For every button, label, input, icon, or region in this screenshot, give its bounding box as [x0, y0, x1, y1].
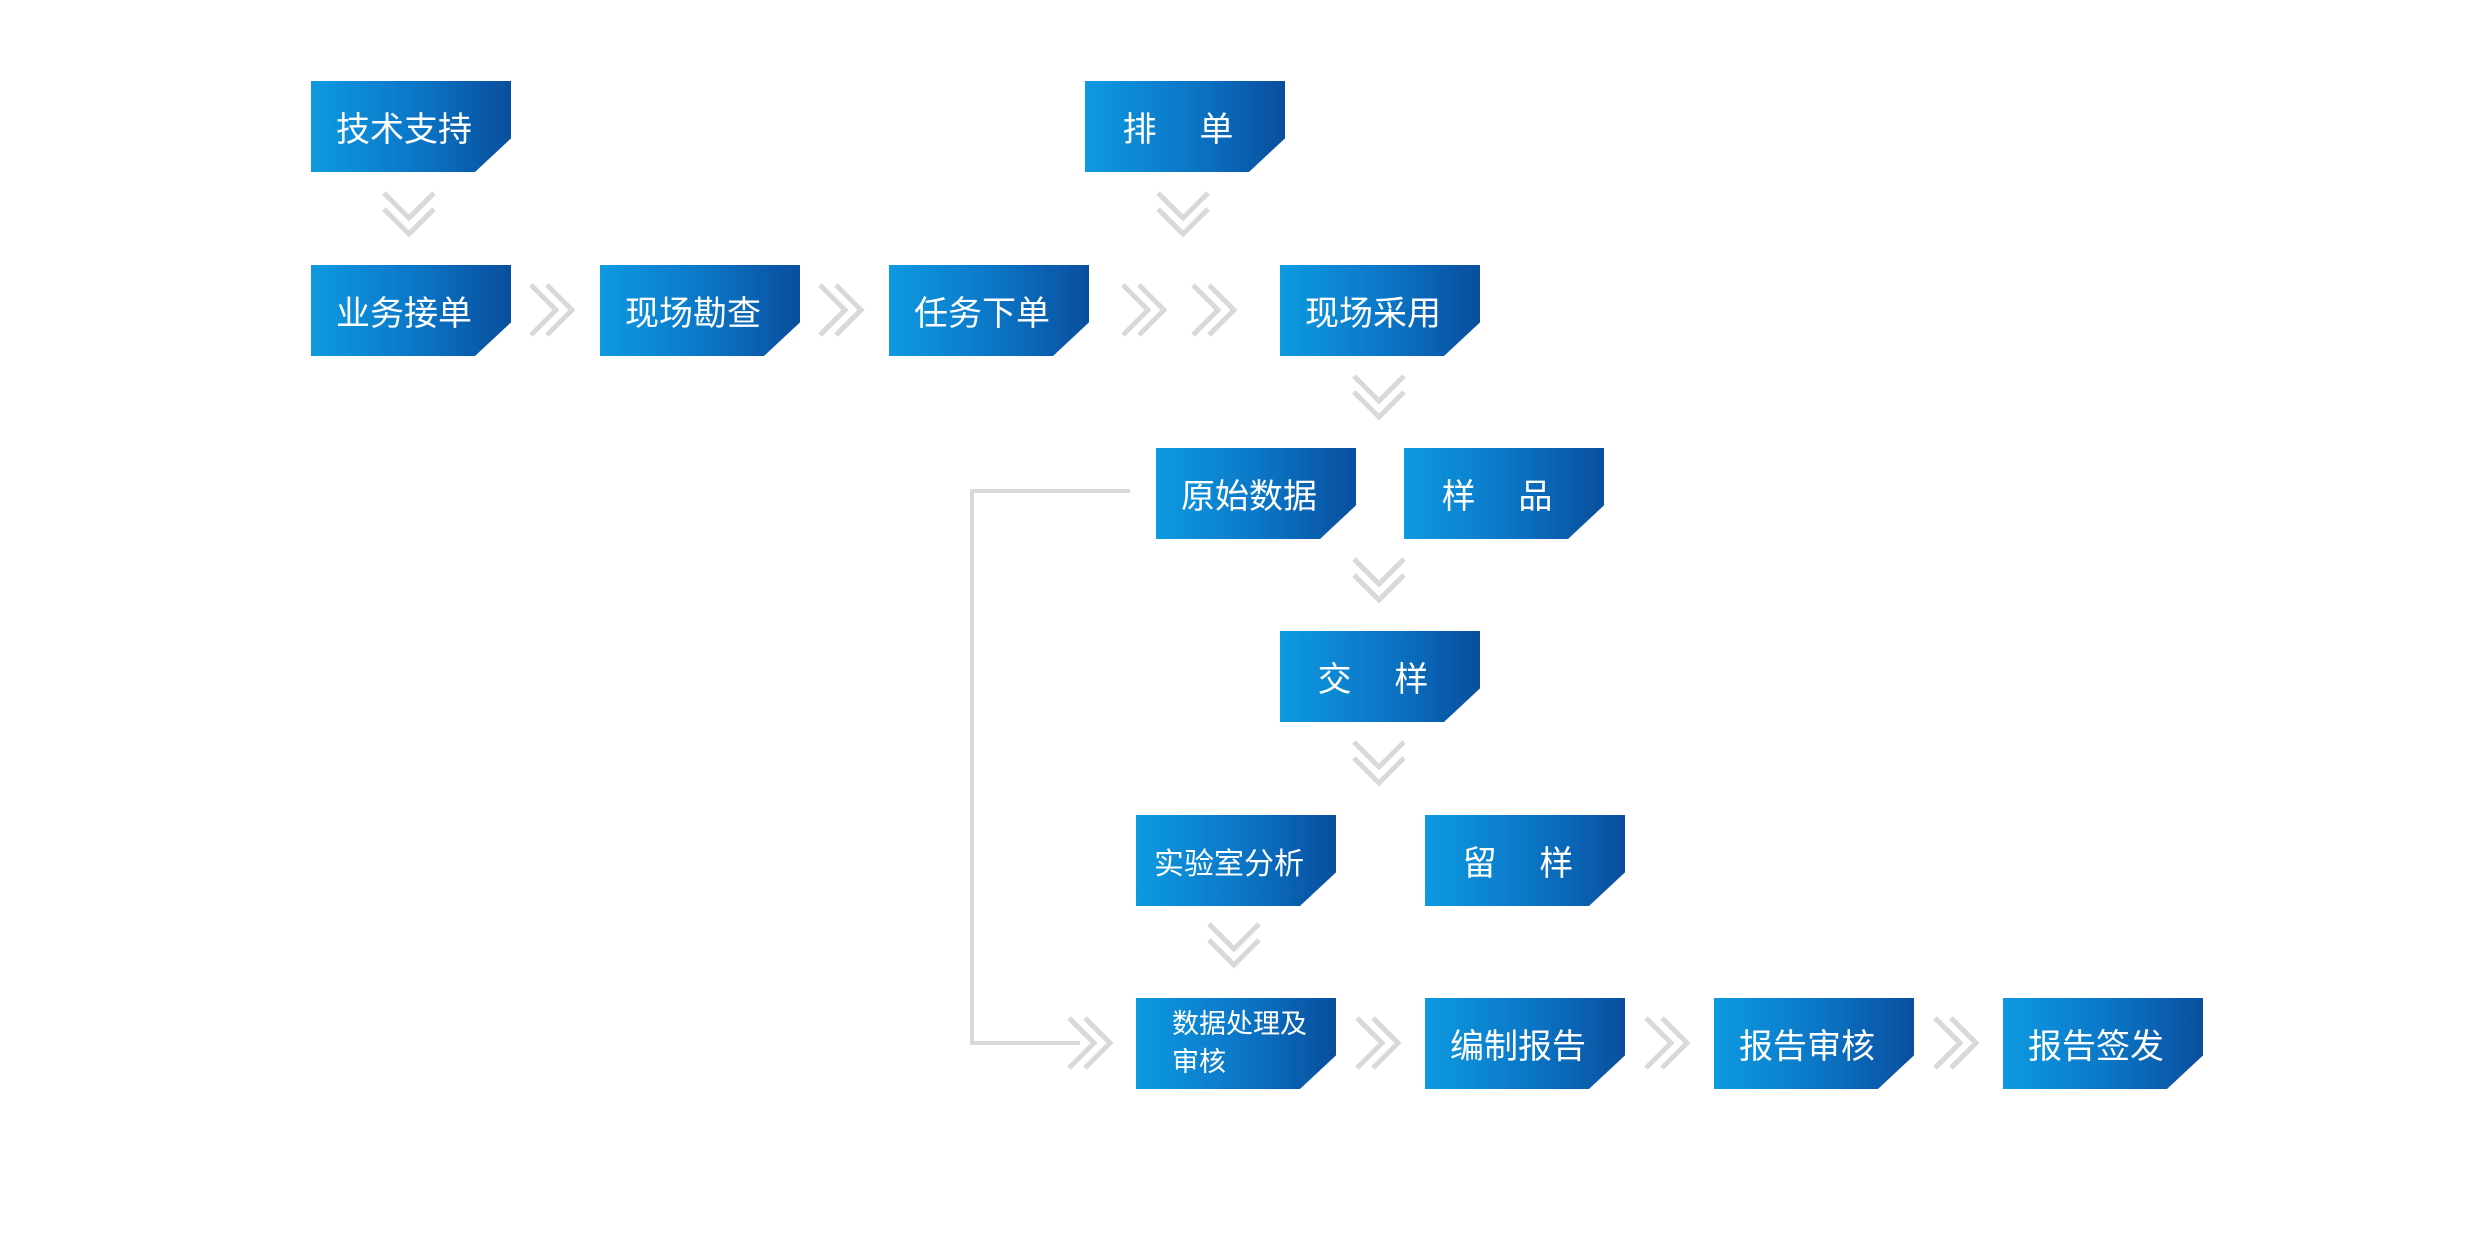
node-compile-report: 编制报告 [1425, 998, 1625, 1089]
node-report-review: 报告审核 [1714, 998, 1914, 1089]
double-chevron-down-icon [1158, 193, 1208, 234]
double-chevron-down-icon [1209, 924, 1259, 965]
double-chevron-right-icon [820, 285, 861, 335]
node-report-issue: 报告签发 [2003, 998, 2203, 1089]
double-chevron-right-icon [1646, 1018, 1687, 1068]
node-raw-data: 原始数据 [1156, 448, 1356, 539]
node-label: 报告签发 [2028, 1027, 2164, 1067]
node-label: 报告审核 [1739, 1027, 1875, 1067]
node-retain-sample: 留 样 [1425, 815, 1625, 906]
double-chevron-down-icon [1354, 559, 1404, 600]
double-chevron-right-icon [1193, 285, 1234, 335]
node-label: 业务接单 [336, 294, 472, 334]
node-label-line2: 审核 [1172, 1046, 1226, 1078]
double-chevron-down-icon [384, 193, 434, 234]
double-chevron-down-icon [1354, 376, 1404, 417]
node-label: 任务下单 [914, 294, 1050, 334]
node-site-survey: 现场勘查 [600, 265, 800, 356]
node-dispatch: 排 单 [1085, 81, 1285, 172]
node-task-order: 任务下单 [889, 265, 1089, 356]
raw-data-connector-line [970, 489, 1130, 1045]
node-label: 技术支持 [336, 110, 472, 150]
node-label: 交 样 [1317, 660, 1445, 700]
node-label: 样 品 [1441, 477, 1569, 517]
node-site-sampling: 现场采用 [1280, 265, 1480, 356]
node-label: 原始数据 [1181, 477, 1317, 517]
node-data-processing: 数据处理及 审核 [1136, 998, 1336, 1089]
node-label-line1: 数据处理及 [1172, 1008, 1307, 1040]
node-label: 实验室分析 [1154, 846, 1304, 882]
double-chevron-right-icon [1123, 285, 1164, 335]
double-chevron-right-icon [1357, 1018, 1398, 1068]
double-chevron-right-icon [531, 285, 572, 335]
double-chevron-down-icon [1354, 742, 1404, 783]
node-lab-analysis: 实验室分析 [1136, 815, 1336, 906]
node-label: 排 单 [1122, 110, 1250, 150]
node-sample: 样 品 [1404, 448, 1604, 539]
node-label: 现场采用 [1305, 294, 1441, 334]
double-chevron-right-icon [1935, 1018, 1976, 1068]
node-tech-support: 技术支持 [311, 81, 511, 172]
node-label: 留 样 [1462, 844, 1590, 884]
node-business-order: 业务接单 [311, 265, 511, 356]
node-hand-over: 交 样 [1280, 631, 1480, 722]
node-label: 现场勘查 [625, 294, 761, 334]
node-label: 编制报告 [1450, 1027, 1586, 1067]
